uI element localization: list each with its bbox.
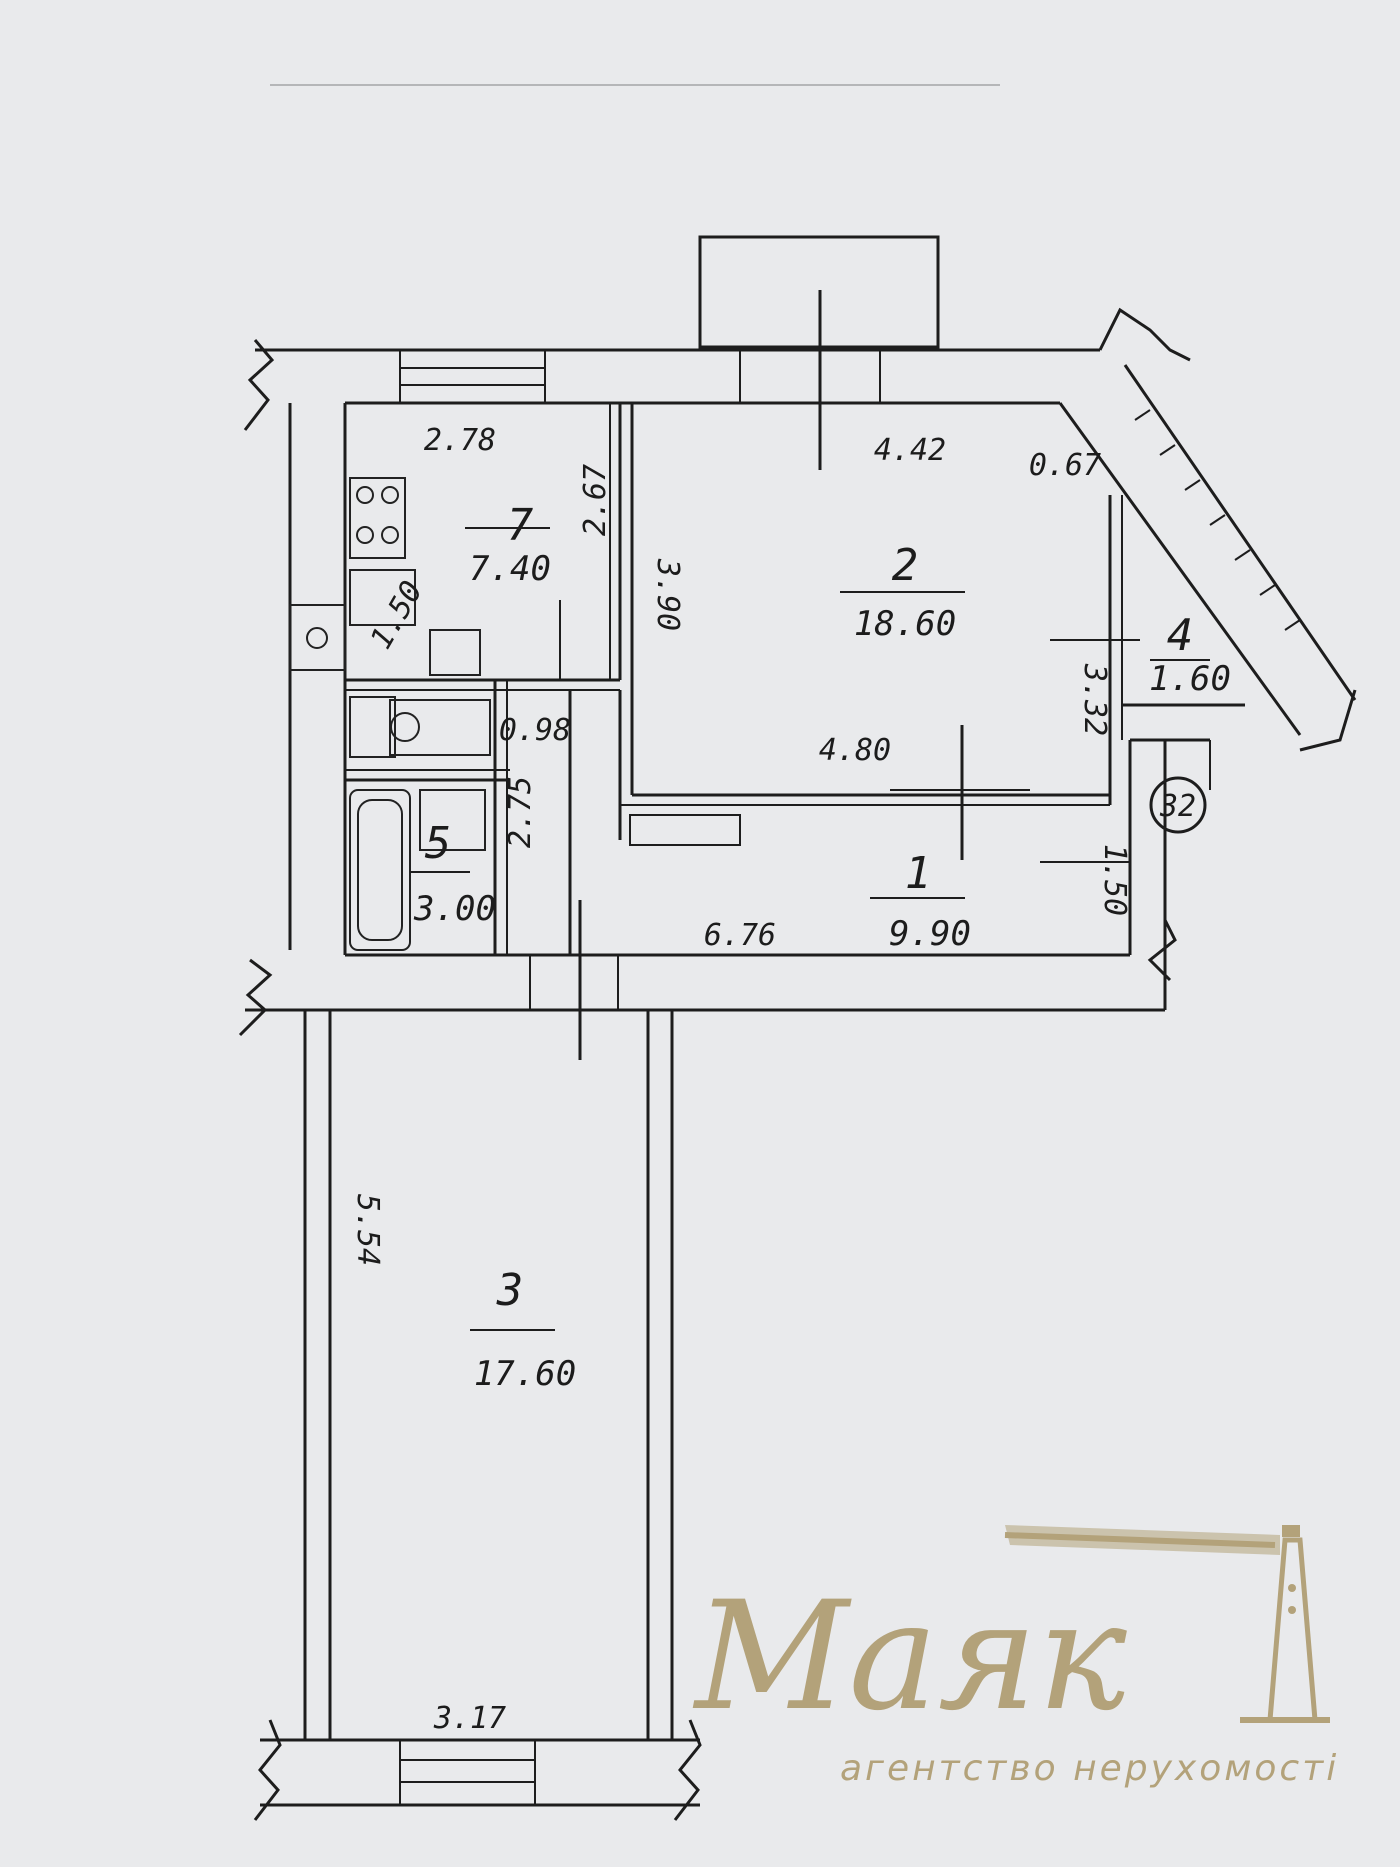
dim-wc-width: 0.98	[499, 713, 571, 748]
svg-text:4: 4	[1167, 610, 1194, 661]
outer-walls	[238, 307, 1357, 1060]
room-1-label: 1 9.90	[870, 848, 971, 954]
svg-text:9.90: 9.90	[889, 914, 971, 954]
logo-tagline: агентство нерухомості	[840, 1748, 1339, 1789]
kitchen-walls	[345, 403, 622, 691]
svg-text:7: 7	[507, 500, 534, 551]
svg-text:3: 3	[496, 1265, 524, 1316]
dim-living-width-bottom: 4.80	[819, 733, 891, 768]
room-3-walls	[253, 1010, 702, 1821]
dim-kitchen-width: 2.78	[424, 423, 496, 458]
apartment-marker-circle	[1149, 776, 1207, 834]
dim-stove-depth: 1.50	[364, 575, 430, 655]
dim-living-width-top: 4.42	[874, 433, 946, 468]
dim-kitchen-depth: 2.67	[578, 464, 613, 536]
stove-icon	[349, 477, 406, 559]
hall-walls	[568, 690, 1130, 955]
dim-room3-depth: 5.54	[350, 1194, 385, 1266]
room-3-label: 3 17.60	[470, 1265, 576, 1394]
agency-logo: Маяк агентство нерухомості	[692, 1525, 1339, 1789]
dim-room3-width: 3.17	[433, 1701, 506, 1736]
bathtub-icon	[349, 789, 486, 951]
apartment-marker: 32	[1159, 789, 1196, 824]
room-5-label: 5 3.00	[410, 818, 496, 929]
dim-corner: 0.67	[1029, 448, 1101, 483]
dim-hall-depth: 1.50	[1097, 844, 1132, 916]
toilet-icon	[349, 696, 491, 758]
svg-text:1: 1	[905, 848, 932, 899]
svg-text:2: 2	[892, 540, 919, 591]
logo-name: Маяк	[692, 1570, 1127, 1744]
svg-text:5: 5	[425, 818, 452, 869]
dim-living-depth: 3.90	[650, 558, 685, 631]
svg-text:1.60: 1.60	[1149, 659, 1231, 699]
svg-text:17.60: 17.60	[474, 1354, 576, 1394]
bathroom-walls	[345, 680, 510, 955]
boiler-icon	[289, 604, 346, 671]
dim-hall-length: 6.76	[704, 918, 776, 953]
room-2-label: 2 18.60	[840, 540, 965, 644]
room-4-label: 4 1.60	[1149, 610, 1231, 699]
dim-bath-depth: 2.75	[503, 776, 538, 848]
sink-icon	[349, 569, 481, 676]
svg-text:7.40: 7.40	[469, 549, 551, 589]
dim-living-right: 3.32	[1077, 663, 1112, 736]
room-7-label: 7 7.40	[465, 500, 551, 589]
svg-text:3.00: 3.00	[413, 889, 496, 929]
lighthouse-icon	[1004, 1525, 1330, 1723]
svg-text:18.60: 18.60	[854, 604, 956, 644]
living-room-walls	[620, 403, 1245, 860]
